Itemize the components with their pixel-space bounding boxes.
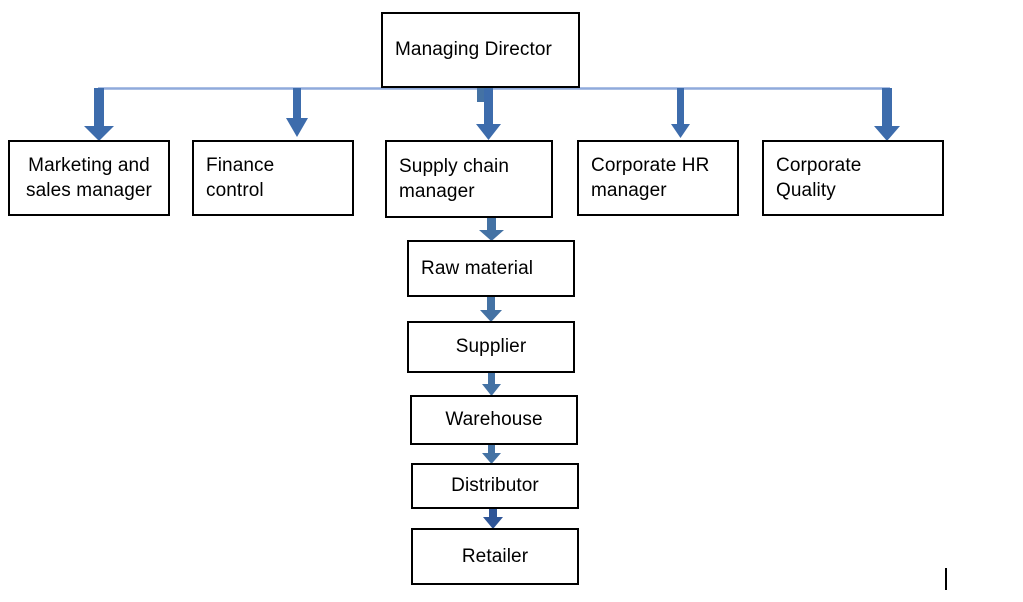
node-label: Raw material (421, 257, 534, 279)
node-label: Corporate HR manager (591, 154, 710, 201)
edge-raw-to-supplier (480, 297, 502, 322)
edge-spine-to-finance (286, 88, 308, 137)
edge-spine-to-supply (476, 88, 501, 140)
edge-distributor-to-retailer (483, 509, 503, 529)
node-label: Distributor (451, 475, 539, 497)
edge-supplier-to-warehouse (482, 373, 501, 396)
node-warehouse[interactable]: Warehouse (410, 395, 578, 445)
node-label: Marketing and sales manager (26, 154, 152, 201)
caret-tick-mark (945, 568, 947, 590)
node-label: Supplier (455, 336, 527, 358)
edge-spine-to-hr (671, 88, 690, 138)
node-supply-chain-manager[interactable]: Supply chain manager (385, 140, 553, 218)
node-label: Corporate Quality (776, 154, 862, 201)
node-marketing-and-sales-manager[interactable]: Marketing and sales manager (8, 140, 170, 216)
edge-warehouse-to-distributor (482, 445, 501, 464)
edge-spine-to-quality (874, 88, 900, 141)
edge-spine-to-marketing (84, 88, 114, 141)
node-finance-control[interactable]: Finance control (192, 140, 354, 216)
node-distributor[interactable]: Distributor (411, 463, 579, 509)
node-corporate-quality[interactable]: Corporate Quality (762, 140, 944, 216)
node-label: Managing Director (395, 39, 552, 61)
node-label: Finance control (206, 154, 275, 201)
edge-md-to-spine (477, 86, 484, 102)
node-retailer[interactable]: Retailer (411, 528, 579, 585)
node-supplier[interactable]: Supplier (407, 321, 575, 373)
node-label: Retailer (461, 545, 529, 567)
node-managing-director[interactable]: Managing Director (381, 12, 580, 88)
node-raw-material[interactable]: Raw material (407, 240, 575, 297)
node-label: Warehouse (445, 409, 543, 431)
node-corporate-hr-manager[interactable]: Corporate HR manager (577, 140, 739, 216)
node-label: Supply chain manager (399, 155, 509, 202)
edge-supply-to-raw (479, 218, 504, 241)
